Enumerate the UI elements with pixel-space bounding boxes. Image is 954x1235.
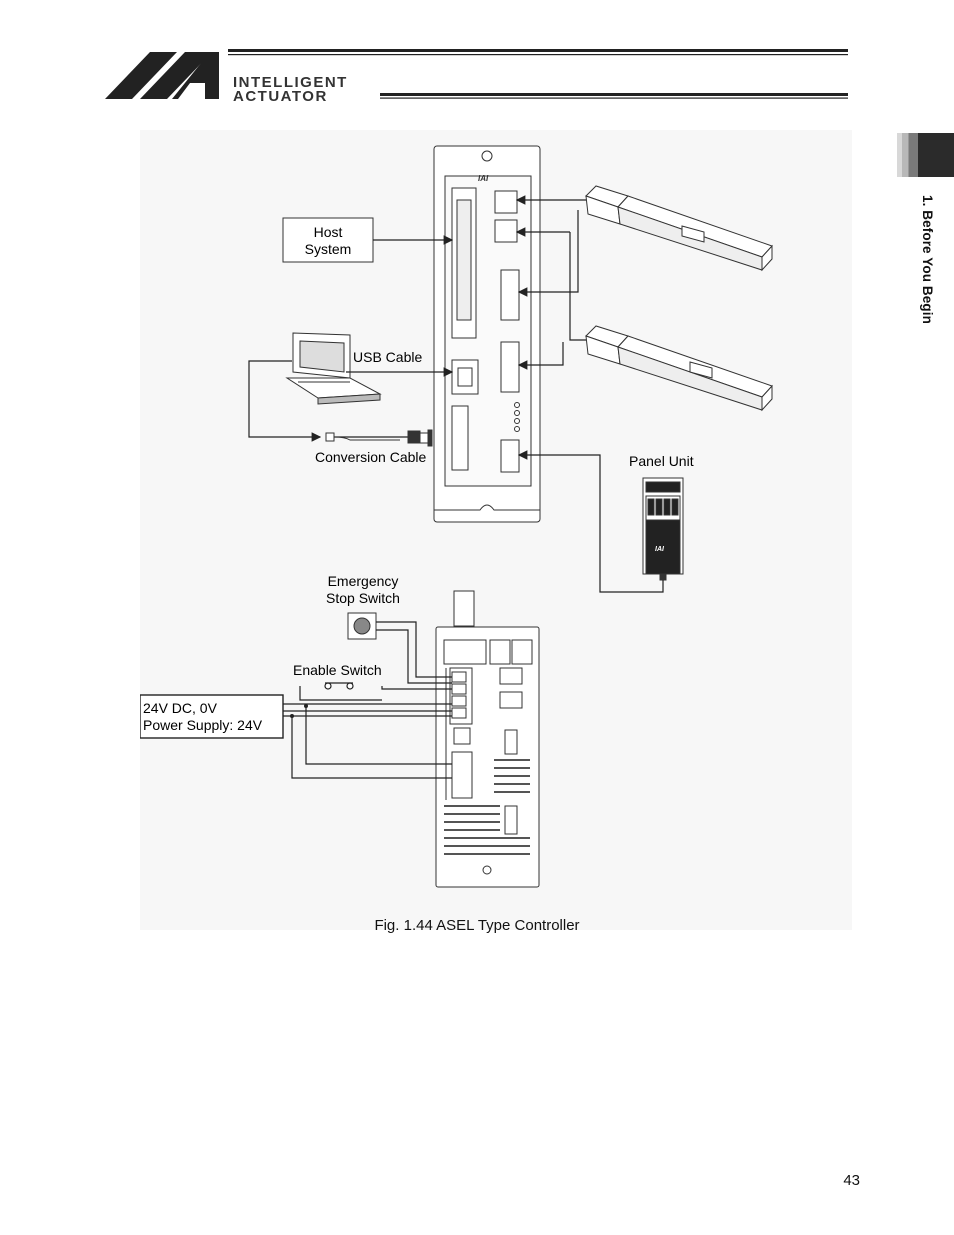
page-number: 43: [843, 1172, 860, 1189]
section-tab-marker: [918, 133, 954, 177]
brand-line1: INTELLIGENT: [233, 74, 348, 91]
junction-dot: [304, 704, 308, 708]
usb-cable-label: USB Cable: [353, 349, 422, 365]
power-line1: 24V DC, 0V: [143, 700, 218, 716]
emergency-line2: Stop Switch: [326, 590, 400, 606]
power-supply-box: [139, 694, 284, 739]
panel-unit-label: Panel Unit: [629, 453, 694, 469]
wiring-diagram: IAI Host System IA: [139, 145, 773, 888]
lower-connections: [283, 621, 452, 779]
iai-logo: INTELLIGENT ACTUATOR: [105, 49, 848, 105]
host-system-line1: Host: [314, 224, 343, 240]
panel-unit-icon: [642, 477, 684, 581]
section-tab-stripes: [897, 133, 918, 177]
actuator-upper: [585, 185, 773, 272]
laptop-icon: [285, 332, 382, 405]
enable-switch-icon: [324, 682, 354, 690]
conversion-cable-label: Conversion Cable: [315, 449, 426, 465]
controller-lower: [435, 590, 540, 888]
junction-dot: [290, 714, 294, 718]
brand-line2: ACTUATOR: [233, 88, 328, 105]
upper-connections: [248, 195, 664, 593]
panel-unit-logo: IAI: [655, 546, 665, 553]
power-line2: Power Supply: 24V: [143, 717, 263, 733]
wiring-figure: IAI Host System IA: [139, 130, 852, 930]
section-tab-label: 1. Before You Begin: [920, 195, 935, 324]
figure-caption: Fig. 1.44 ASEL Type Controller: [374, 917, 580, 934]
actuator-lower: [585, 325, 773, 412]
host-system-box: [282, 217, 374, 263]
emergency-stop-icon: [353, 617, 371, 635]
enable-switch-label: Enable Switch: [293, 662, 382, 678]
controller-upper: [433, 145, 541, 523]
controller-lower-vents: [444, 759, 530, 855]
emergency-line1: Emergency: [328, 573, 399, 589]
conversion-cable-icon: [325, 429, 433, 447]
controller-logo: IAI: [478, 174, 489, 183]
host-system-line2: System: [305, 241, 352, 257]
